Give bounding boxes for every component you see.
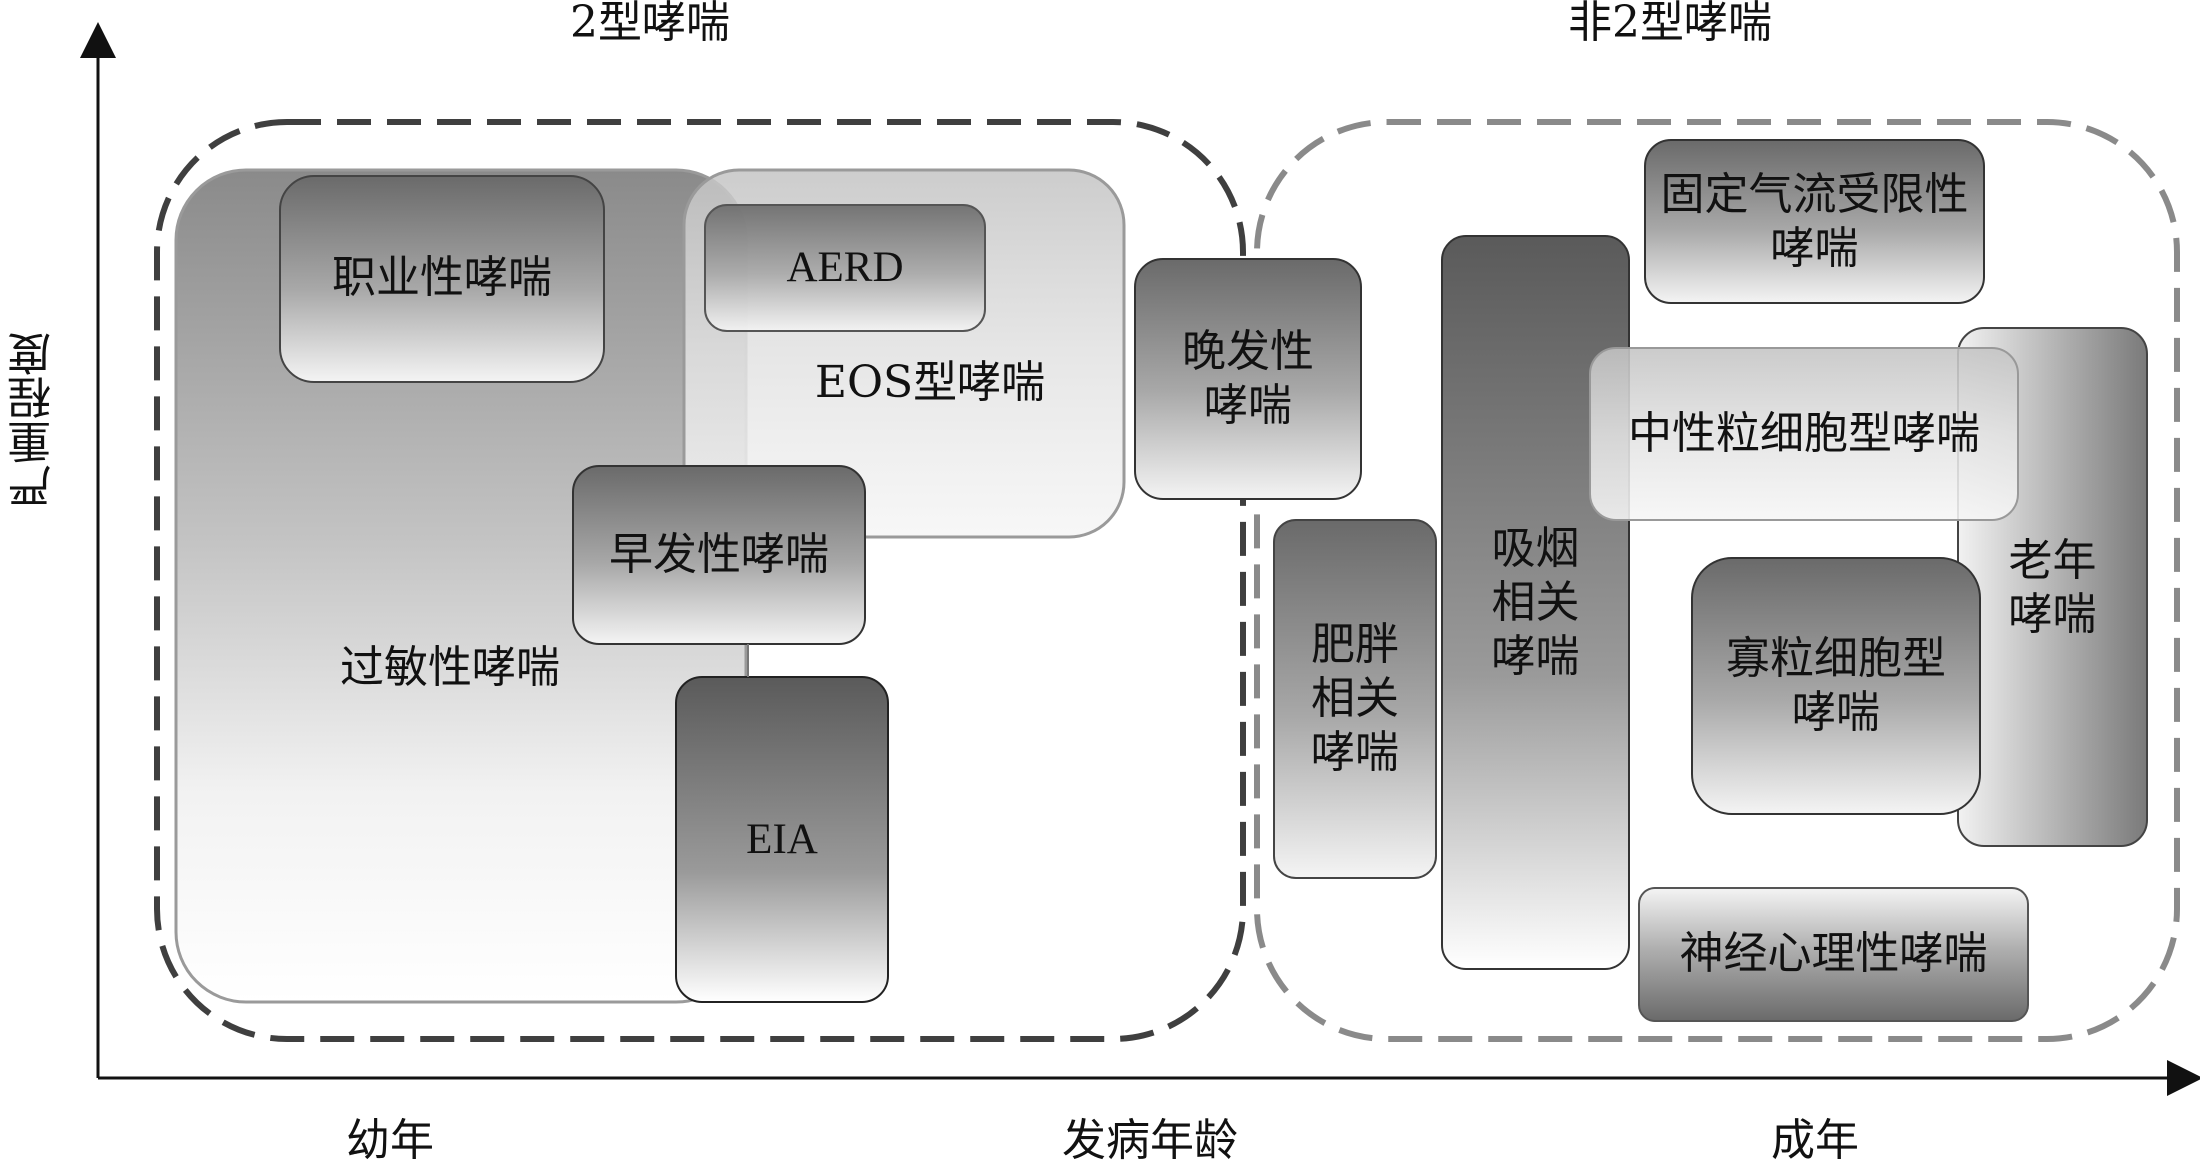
occupational-asthma-box [279, 175, 605, 383]
aerd-label: AERD [786, 243, 904, 291]
smoking-asthma-box [1441, 235, 1630, 970]
paucigranulocytic-asthma-label: 寡粒细胞型 哮喘 [1726, 633, 1946, 738]
neuropsych-asthma-label: 神经心理性哮喘 [1679, 928, 1988, 980]
smoking-asthma-label: 吸烟 相关 哮喘 [1491, 523, 1580, 682]
obesity-asthma-box [1273, 519, 1437, 879]
eia-label: EIA [746, 815, 818, 863]
early-onset-asthma-box [572, 465, 866, 645]
occupational-asthma-label: 职业性哮喘 [332, 252, 552, 304]
late-onset-asthma-box [1134, 258, 1362, 500]
allergic-asthma-label: 过敏性哮喘 [340, 642, 560, 694]
fixed-airflow-asthma-box [1644, 139, 1985, 304]
y-axis-label: 严重程度 [8, 332, 60, 508]
x-axis-label-center: 发病年龄 [1062, 1115, 1238, 1167]
neuropsych-asthma-box [1638, 887, 2029, 1022]
obesity-asthma-label: 肥胖 相关 哮喘 [1311, 619, 1399, 778]
non-type2-group-title: 非2型哮喘 [1568, 0, 1772, 49]
fixed-airflow-asthma-label: 固定气流受限性 哮喘 [1660, 169, 1969, 274]
x-axis-label-left: 幼年 [346, 1115, 434, 1167]
elderly-asthma-label: 老年 哮喘 [2008, 535, 2097, 640]
non-type2-asthma-region [1254, 119, 2180, 1042]
late-onset-asthma-label: 晚发性 哮喘 [1182, 326, 1314, 431]
paucigranulocytic-asthma-box [1691, 557, 1981, 815]
x-axis-label-right: 成年 [1771, 1115, 1859, 1167]
neutrophilic-asthma-box [1589, 347, 2019, 521]
type2-group-title: 2型哮喘 [570, 0, 730, 49]
neutrophilic-asthma-label: 中性粒细胞型哮喘 [1628, 408, 1980, 460]
early-onset-asthma-label: 早发性哮喘 [609, 529, 829, 581]
eia-box [675, 676, 889, 1003]
eos-asthma-label: EOS型哮喘 [814, 357, 1046, 409]
aerd-box [704, 204, 986, 332]
type2-asthma-region [154, 119, 1246, 1042]
